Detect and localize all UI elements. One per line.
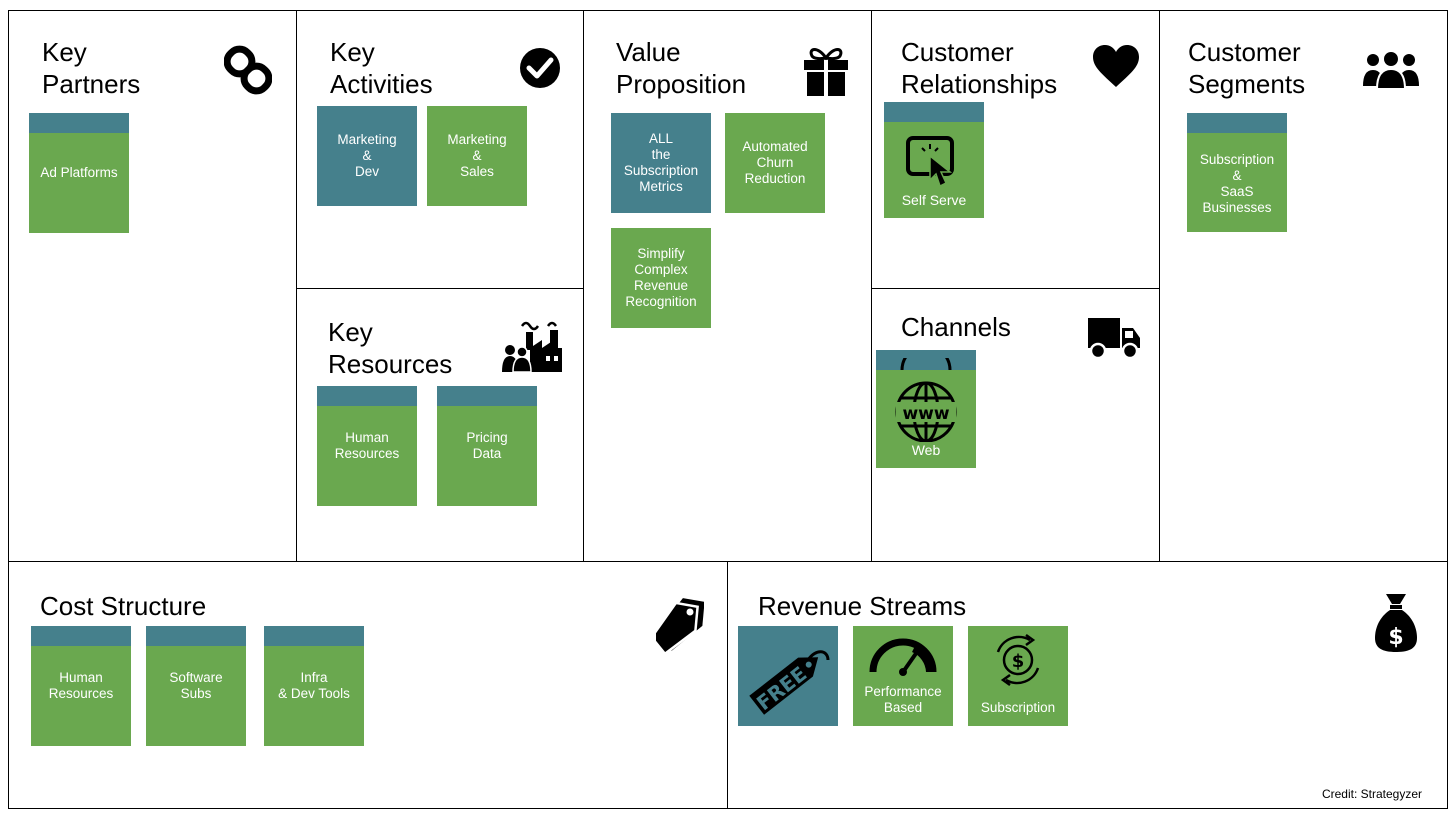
note-label: Performance Based (864, 684, 942, 715)
free-tag-text: FREE (752, 662, 811, 716)
revenue-streams-title: Revenue Streams (758, 591, 967, 621)
key-partners-section (8, 10, 298, 563)
touch-screen-icon (906, 136, 954, 188)
people-icon (1363, 50, 1419, 90)
checkmark-icon (520, 48, 560, 88)
note-subscription-revenue: $ Subscription (968, 626, 1068, 726)
note-software-subs: Software Subs (146, 626, 246, 746)
customer-segments-title: Customer Segments (1188, 37, 1306, 99)
free-tag-icon: FREE (749, 650, 830, 716)
recurring-dollar-icon: $ (996, 633, 1040, 687)
note-pricing-data: Pricing Data (437, 386, 537, 506)
revenue-streams-section (727, 561, 1448, 809)
note-header-strip (437, 386, 537, 406)
note-label: ALL the Subscription Metrics (623, 131, 699, 194)
note-label: Simplify Complex Revenue Recognition (625, 246, 697, 309)
note-label: Marketing & Dev (337, 132, 397, 179)
note-infra-dev-tools: Infra & Dev Tools (264, 626, 364, 746)
svg-text:$: $ (1388, 625, 1403, 650)
note-marketing-dev: Marketing & Dev (317, 106, 417, 206)
price-tag-icon (656, 598, 704, 656)
gauge-icon (869, 638, 937, 676)
svg-text:$: $ (1012, 651, 1025, 672)
note-label: Self Serve (901, 192, 967, 208)
cost-structure-title: Cost Structure (40, 591, 207, 621)
note-label: Automated Churn Reduction (742, 139, 808, 186)
note-human-resources: Human Resources (317, 386, 417, 506)
note-label: Ad Platforms (40, 165, 118, 180)
truck-icon (1088, 318, 1140, 360)
note-header-strip (1187, 113, 1287, 133)
key-partners-title: Key Partners (42, 37, 141, 99)
value-proposition-title: Value Proposition (616, 37, 747, 99)
note-cost-human-resources: Human Resources (31, 626, 131, 746)
note-subscription-metrics: ALL the Subscription Metrics (611, 113, 711, 213)
key-resources-title: Key Resources (328, 317, 453, 379)
note-subscription-saas: Subscription & SaaS Businesses (1187, 113, 1287, 232)
note-marketing-sales: Marketing & Sales (427, 106, 527, 206)
note-label: Subscription (980, 700, 1056, 715)
note-label: Marketing & Sales (447, 132, 507, 179)
gift-icon (804, 48, 848, 96)
note-label: Infra & Dev Tools (278, 670, 350, 701)
customer-segments-section (1159, 10, 1448, 563)
note-label: Subscription & SaaS Businesses (1199, 151, 1275, 215)
factory-icon (502, 321, 562, 372)
note-label: Software Subs (169, 670, 223, 701)
note-label: Pricing Data (466, 430, 508, 461)
note-label: Human Resources (334, 430, 400, 461)
note-header-strip (29, 113, 129, 133)
note-web: www Web (876, 350, 976, 468)
note-revenue-recognition: Simplify Complex Revenue Recognition (611, 228, 711, 328)
svg-text:www: www (902, 404, 949, 424)
note-header-strip (264, 626, 364, 646)
note-label: Human Resources (48, 670, 114, 701)
key-activities-title: Key Activities (330, 37, 433, 99)
heart-icon (1093, 45, 1139, 87)
note-performance-based: Performance Based (853, 626, 953, 726)
note-automated-churn-reduction: Automated Churn Reduction (725, 113, 825, 213)
note-header-strip (31, 626, 131, 646)
note-ad-platforms: Ad Platforms (29, 113, 129, 233)
note-label: Web (911, 442, 941, 458)
channels-title: Channels (901, 312, 1011, 342)
globe-www-icon: www (895, 358, 957, 442)
money-bag-icon: $ (1375, 594, 1417, 652)
note-header-strip (317, 386, 417, 406)
note-header-strip (884, 102, 984, 122)
customer-relationships-title: Customer Relationships (901, 37, 1058, 99)
note-self-serve: Self Serve (884, 102, 984, 218)
note-header-strip (146, 626, 246, 646)
note-free: FREE (738, 626, 838, 726)
credit-text: Credit: Strategyzer (1321, 787, 1422, 801)
link-icon (224, 45, 272, 95)
